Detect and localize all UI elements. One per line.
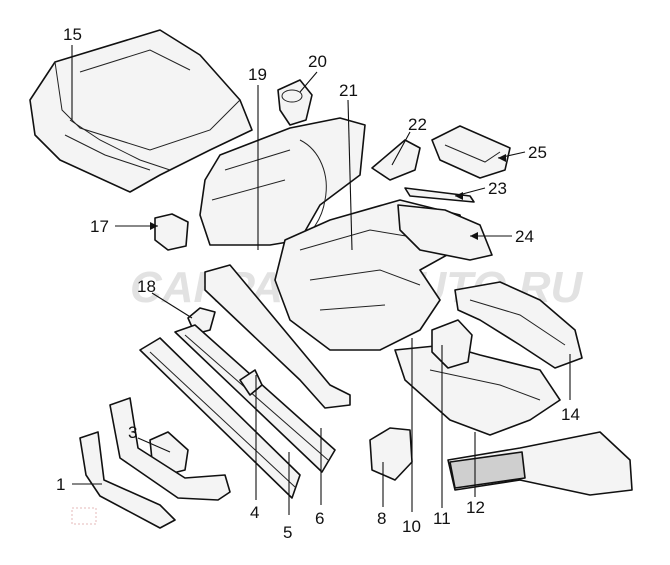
part-8-bracket [369,427,413,481]
callout-18: 18 [137,277,156,296]
callout-15: 15 [63,25,82,44]
callout-12: 12 [466,498,485,517]
leader-arrowheads [150,154,506,240]
part-crash-box [204,264,351,409]
callout-21: 21 [339,81,358,100]
callout-23: 23 [488,179,507,198]
callout-17: 17 [90,217,109,236]
part-12-crossmember [447,431,633,496]
part-25-battery-tray [431,125,511,179]
part-15-front-bumper-cover [29,29,253,193]
callout-1: 1 [56,475,65,494]
callout-14: 14 [561,405,580,424]
stamp-mark [71,507,97,525]
callout-19: 19 [248,65,267,84]
callout-5: 5 [283,523,292,542]
callout-25: 25 [528,143,547,162]
part-1-tube-bar [79,397,231,529]
callout-20: 20 [308,52,327,71]
callout-10: 10 [402,517,421,536]
callout-6: 6 [315,509,324,528]
part-10-floor-panel [394,344,561,436]
part-24-side-member [397,204,493,261]
callout-3: 3 [128,423,137,442]
part-20-mount [277,79,313,126]
callout-labels: 15 20 19 21 22 25 23 24 17 18 1 3 4 5 6 … [56,25,580,542]
part-19-inner-fender [199,117,366,246]
callout-24: 24 [515,227,534,246]
part-22-bracket [371,139,421,181]
callout-22: 22 [408,115,427,134]
part-17-bracket [154,213,189,251]
callout-11: 11 [433,509,451,528]
leader-lines [71,45,571,515]
part-23-rod [404,187,475,203]
callout-4: 4 [250,503,259,522]
part-14-side-extension [454,281,583,369]
callout-8: 8 [377,509,386,528]
part-5-bumper-beam [139,337,301,499]
